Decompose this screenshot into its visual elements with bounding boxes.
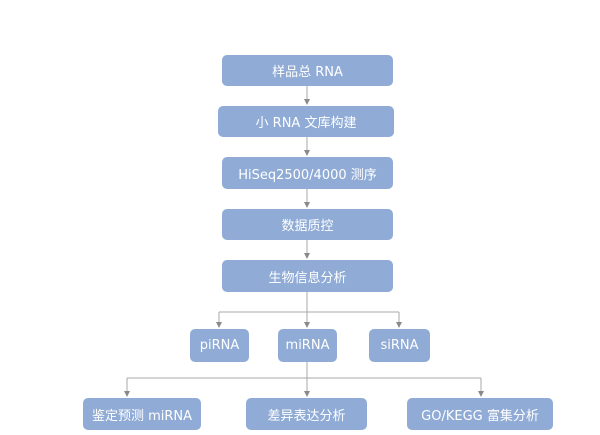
mirna-identification-node: 鉴定预测 miRNA — [83, 398, 201, 430]
pirna-node: piRNA — [190, 329, 249, 362]
library-construction-node: 小 RNA 文库构建 — [218, 106, 394, 137]
go-kegg-enrichment-node: GO/KEGG 富集分析 — [407, 398, 553, 430]
differential-expression-node: 差异表达分析 — [246, 398, 367, 430]
mirna-node: miRNA — [278, 329, 337, 362]
total-rna-node: 样品总 RNA — [222, 55, 393, 86]
quality-control-node: 数据质控 — [222, 209, 393, 240]
bioinformatics-analysis-node: 生物信息分析 — [222, 260, 393, 292]
sequencing-node: HiSeq2500/4000 测序 — [222, 157, 393, 189]
sirna-node: siRNA — [369, 329, 430, 362]
